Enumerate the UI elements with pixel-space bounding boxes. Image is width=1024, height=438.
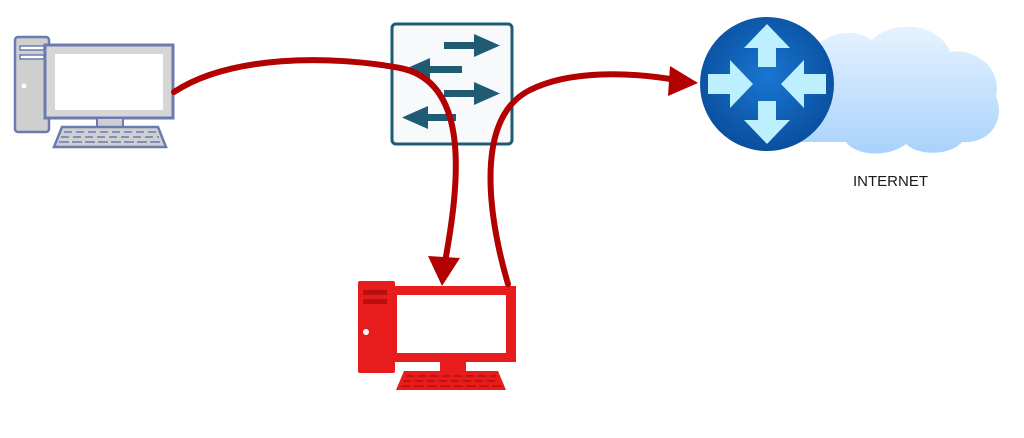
client-pc-icon bbox=[13, 35, 175, 149]
router-icon bbox=[700, 17, 834, 151]
internet-label: INTERNET bbox=[853, 173, 928, 190]
flow-arrow-client-to-attacker bbox=[171, 57, 460, 286]
attacker-pc-icon bbox=[358, 281, 516, 390]
flow-arrow-attacker-to-router bbox=[487, 66, 698, 287]
